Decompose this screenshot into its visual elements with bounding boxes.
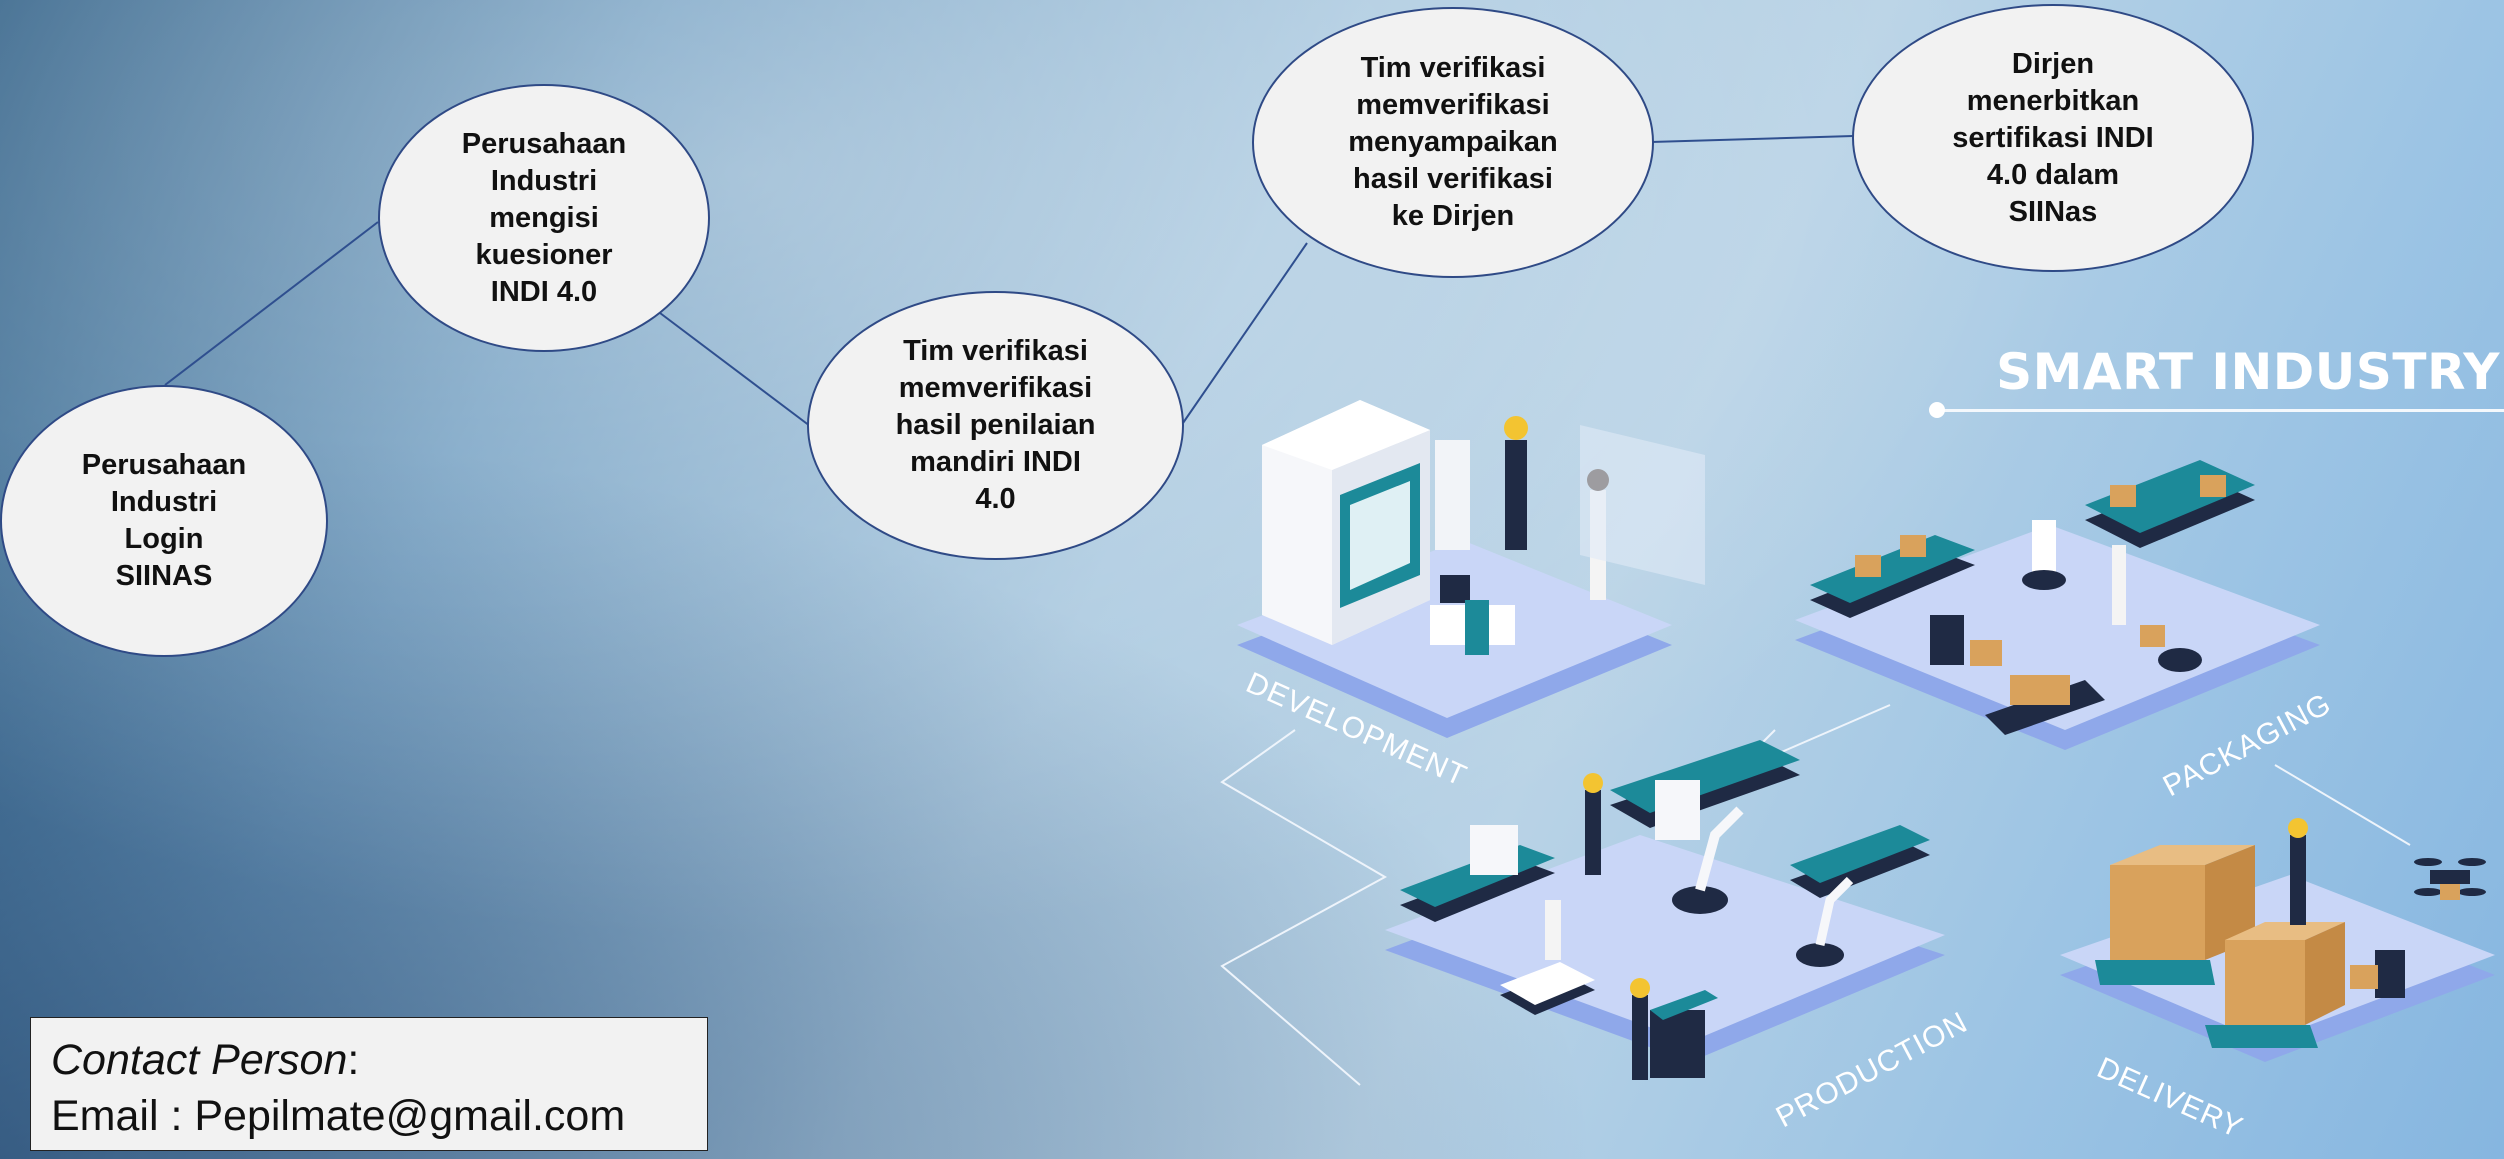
- flow-node-terbitkan-sertifikasi: Dirjen menerbitkan sertifikasi INDI 4.0 …: [1852, 4, 2254, 272]
- zone-label-delivery: DELIVERY: [2092, 1051, 2248, 1145]
- drone-icon: [2414, 858, 2486, 900]
- contact-label-line: Contact Person:: [51, 1032, 707, 1088]
- flow-node-sampaikan-hasil: Tim verifikasi memverifikasi menyampaika…: [1252, 7, 1654, 278]
- contact-person-label: Contact Person: [51, 1036, 348, 1084]
- platform-production: PRODUCTION: [1385, 740, 1973, 1134]
- contact-separator: :: [347, 1036, 360, 1084]
- smart-industry-title: SMART INDUSTRY: [1996, 343, 2500, 401]
- platform-delivery: DELIVERY: [2060, 818, 2495, 1145]
- flow-node-verifikasi-penilaian: Tim verifikasi memverifikasi hasil penil…: [807, 291, 1184, 560]
- flow-node-login-siinas: Perusahaan Industri Login SIINAS: [0, 385, 328, 657]
- contact-email: Email : Pepilmate@gmail.com: [51, 1092, 626, 1140]
- contact-box: Contact Person: Email : Pepilmate@gmail.…: [30, 1017, 708, 1151]
- zone-label-production: PRODUCTION: [1771, 1006, 1973, 1135]
- connector-n3-n4: [1182, 242, 1308, 424]
- platform-development: DEVELOPMENT: [1237, 400, 1705, 793]
- connector-n1-n2: [164, 221, 379, 386]
- connector-n4-n5: [1650, 135, 1854, 143]
- title-underline: [1936, 409, 2504, 412]
- title-underline-dot: [1929, 402, 1945, 418]
- platform-packaging: PACKAGING: [1795, 460, 2337, 803]
- flow-node-isi-kuesioner: Perusahaan Industri mengisi kuesioner IN…: [378, 84, 710, 352]
- connector-n2-n3: [659, 312, 811, 427]
